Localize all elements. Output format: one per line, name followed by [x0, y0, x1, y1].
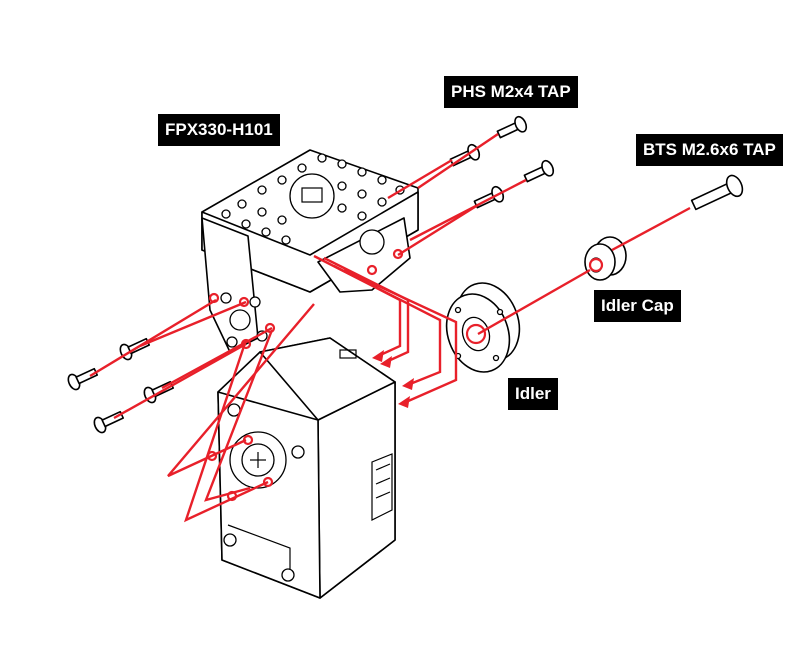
label-bts-m2-6x6-tap: BTS M2.6x6 TAP: [636, 134, 783, 166]
servo-actuator: [217, 337, 396, 599]
bracket-fpx330-h101: [201, 149, 419, 353]
label-phs-m2x4-tap: PHS M2x4 TAP: [444, 76, 578, 108]
assembly-guide-lines: [89, 133, 691, 523]
label-idler-cap: Idler Cap: [594, 290, 681, 322]
screw-bts-m2-6x6: [690, 174, 744, 211]
idler-cap: [584, 236, 627, 281]
guide-hole-markers: [206, 248, 604, 502]
guide-arrowheads: [372, 350, 414, 408]
label-idler: Idler: [508, 378, 558, 410]
label-fpx330-h101: FPX330-H101: [158, 114, 280, 146]
